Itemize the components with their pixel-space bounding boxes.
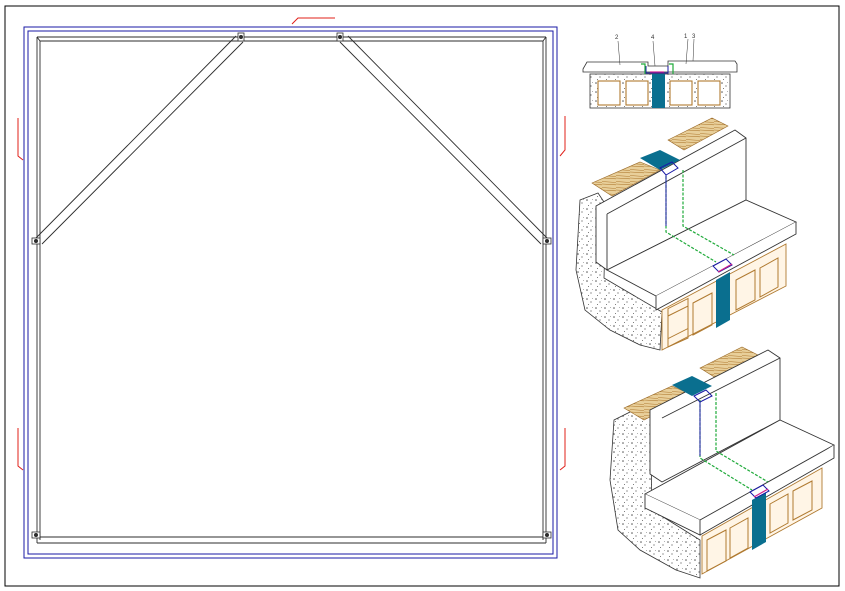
- callout-label-3: 3: [692, 34, 696, 40]
- inner-frame: [36, 36, 547, 544]
- section-marks: [17, 17, 566, 471]
- outer-frame: [23, 26, 558, 559]
- frame-elevation: [17, 17, 566, 559]
- sheet-border: [4, 5, 840, 587]
- isometric-joint-view-1: [575, 117, 798, 351]
- diagonal-braces: [33, 35, 550, 245]
- brace-clamps: [31, 32, 552, 539]
- isometric-joint-view-2: [609, 346, 835, 579]
- callout-label-2: 2: [615, 35, 619, 41]
- callout-label-4: 4: [651, 35, 655, 41]
- joint-section-detail: 2 4 1 3: [582, 34, 738, 109]
- callout-label-1: 1: [684, 34, 688, 40]
